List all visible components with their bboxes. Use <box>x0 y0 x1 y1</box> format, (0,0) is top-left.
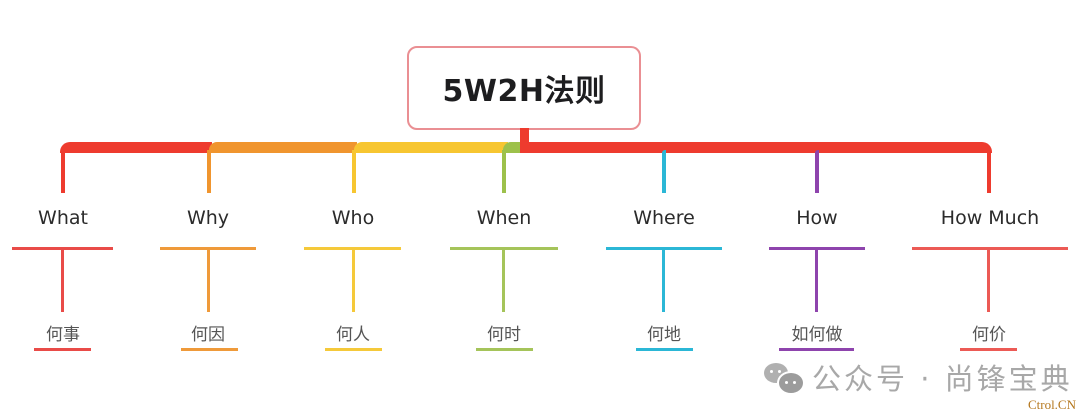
rule-how <box>769 247 865 250</box>
branch-label-what: What <box>38 207 88 229</box>
bar-segment-who <box>354 142 508 153</box>
sub-rule-where <box>636 348 693 351</box>
bar-segment-right <box>520 142 992 153</box>
sub-label-what: 何事 <box>46 325 80 345</box>
rule-why <box>160 247 256 250</box>
bar-segment-why <box>209 142 357 153</box>
drop-who <box>352 150 356 193</box>
drop-how-much <box>987 150 991 193</box>
watermark-text: 公众号 · 尚锋宝典 <box>812 362 1073 396</box>
sub-label-why: 何因 <box>191 325 225 345</box>
root-connector <box>520 128 529 144</box>
sub-rule-what <box>34 348 91 351</box>
stem-what <box>61 249 64 312</box>
stem-why <box>207 249 210 312</box>
bar-segment-when <box>503 142 523 153</box>
stem-where <box>662 249 665 312</box>
sub-rule-who <box>325 348 382 351</box>
sub-rule-how <box>779 348 854 351</box>
rule-who <box>304 247 401 250</box>
root-title: 5W2H法则 <box>442 74 606 109</box>
drop-what <box>61 150 65 193</box>
bar-segment-what <box>60 142 212 153</box>
sub-label-who: 何人 <box>336 325 370 345</box>
drop-how <box>815 150 819 193</box>
rule-where <box>606 247 722 250</box>
drop-why <box>207 150 211 193</box>
branch-label-how-much: How Much <box>940 207 1040 229</box>
stem-who <box>352 249 355 312</box>
stem-how-much <box>987 249 990 312</box>
sub-label-where: 何地 <box>647 325 681 345</box>
branch-label-how: How <box>796 207 838 229</box>
rule-how-much <box>912 247 1068 250</box>
branch-label-why: Why <box>186 207 230 229</box>
stem-how <box>815 249 818 312</box>
rule-what <box>12 247 113 250</box>
drop-where <box>662 150 666 193</box>
sub-label-how: 如何做 <box>791 325 843 345</box>
sub-label-how-much: 何价 <box>972 325 1006 345</box>
sub-rule-how-much <box>960 348 1017 351</box>
wechat-icon <box>764 361 805 395</box>
sub-rule-when <box>476 348 533 351</box>
drop-when <box>502 150 506 193</box>
sub-rule-why <box>181 348 238 351</box>
branch-label-when: When <box>476 207 532 229</box>
stem-when <box>502 249 505 312</box>
branch-label-where: Where <box>633 207 695 229</box>
root-node: 5W2H法则 <box>407 46 641 130</box>
watermark: 公众号 · 尚锋宝典 <box>764 356 1073 398</box>
corner-mark: Ctrol.CN <box>1027 397 1076 412</box>
branch-label-who: Who <box>331 207 375 229</box>
rule-when <box>450 247 558 250</box>
sub-label-when: 何时 <box>487 325 521 345</box>
